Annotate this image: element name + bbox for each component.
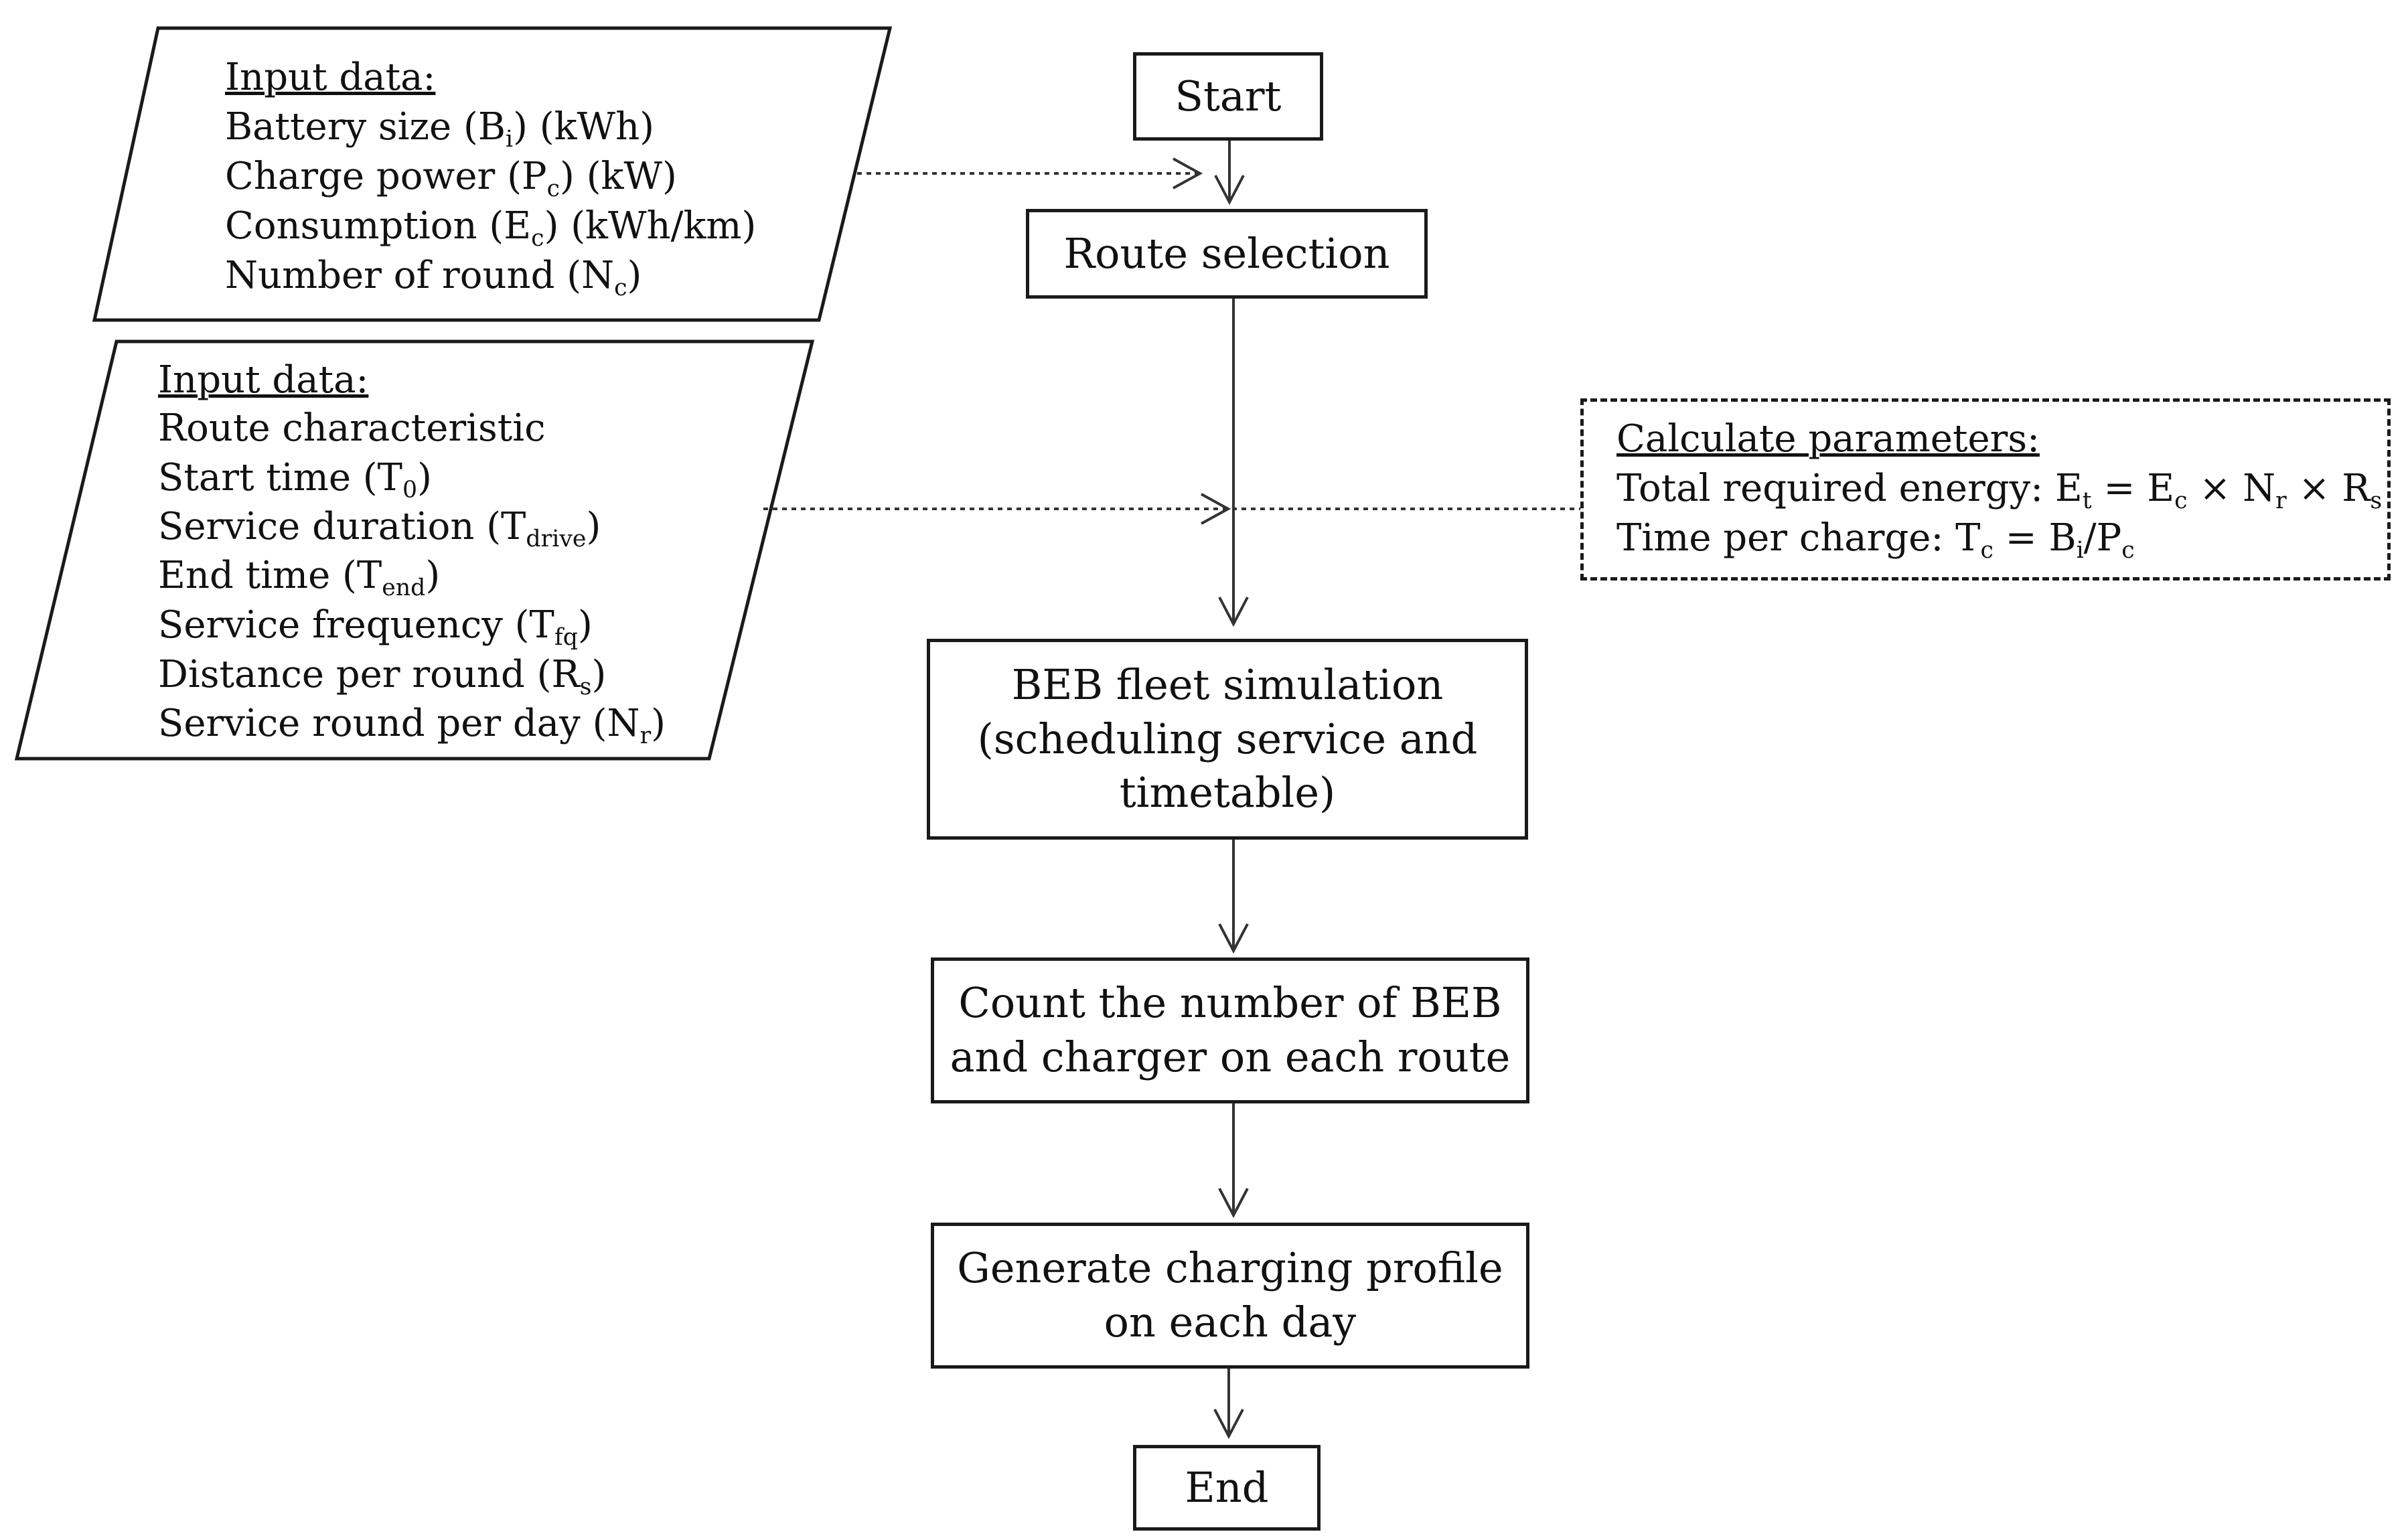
arrowhead-simulation-count: [1218, 923, 1249, 954]
input-2-service-duration: Service duration (Tdrive): [158, 505, 601, 553]
arrowhead-count-generate: [1218, 1188, 1249, 1219]
fleet-simulation-line-2: (scheduling service and: [977, 714, 1478, 763]
fleet-simulation-line-1: BEB fleet simulation: [1011, 660, 1444, 710]
route-selection-step: Route selection: [1026, 209, 1428, 299]
input-2-arrow-head: [1201, 493, 1231, 525]
input-2-distance-per-round: Distance per round (Rs): [158, 653, 607, 701]
input-2-end-time: End time (Tend): [158, 554, 441, 602]
input-2-route-characteristic: Route characteristic: [158, 406, 546, 450]
input-1-heading: Input data:: [225, 56, 436, 99]
calc-heading: Calculate parameters:: [1616, 417, 2040, 461]
input-1-battery: Battery size (Bi) (kWh): [225, 105, 655, 153]
input-2-service-round-per-day: Service round per day (Nr): [158, 702, 666, 750]
input-1-consumption: Consumption (Ec) (kWh/km): [225, 204, 757, 252]
calc-total-energy: Total required energy: Et = Ec × Nr × Rs: [1616, 467, 2383, 515]
input-2-service-frequency: Service frequency (Tfq): [158, 603, 593, 651]
input-parallelogram-2: [14, 339, 815, 761]
input-1-arrow-head: [1173, 157, 1203, 189]
arrowhead-start-route: [1214, 175, 1245, 206]
count-line-1: Count the number of BEB: [958, 978, 1502, 1028]
count-step: Count the number of BEB and charger on e…: [931, 957, 1529, 1103]
fleet-simulation-step: BEB fleet simulation (scheduling service…: [927, 639, 1528, 840]
input-2-heading: Input data:: [158, 358, 369, 402]
calculate-parameters-box: [1580, 398, 2391, 581]
input-parallelogram-1: [92, 26, 893, 322]
input-1-charge-power: Charge power (Pc) (kW): [225, 155, 677, 203]
generate-line-1: Generate charging profile: [957, 1243, 1503, 1293]
fleet-simulation-line-3: timetable): [1119, 768, 1336, 818]
arrowhead-route-simulation: [1218, 597, 1249, 627]
arrowhead-generate-end: [1213, 1409, 1244, 1440]
end-terminal: End: [1133, 1445, 1321, 1531]
count-line-2: and charger on each route: [950, 1032, 1511, 1081]
generate-profile-step: Generate charging profile on each day: [931, 1223, 1529, 1369]
calc-time-per-charge: Time per charge: Tc = Bi/Pc: [1616, 516, 2135, 564]
start-terminal: Start: [1133, 52, 1323, 141]
generate-line-2: on each day: [1104, 1298, 1357, 1346]
input-1-rounds: Number of round (Nc): [225, 254, 642, 302]
input-2-start-time: Start time (T0): [158, 456, 432, 504]
